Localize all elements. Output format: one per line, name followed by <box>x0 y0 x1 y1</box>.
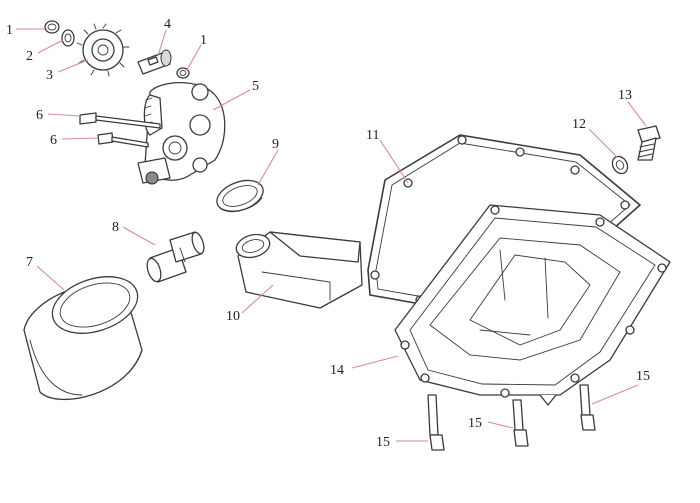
callout-3: 3 <box>46 68 53 83</box>
callout-15-middle: 15 <box>468 416 482 431</box>
callout-6-lower: 6 <box>50 133 57 148</box>
snap-ring-left <box>44 20 60 34</box>
oil-fitting <box>146 231 205 283</box>
callout-15-left: 15 <box>376 435 390 450</box>
leader-lines <box>16 28 647 442</box>
callout-15-right: 15 <box>636 369 650 384</box>
oil-pan <box>394 204 671 406</box>
seal-ring <box>216 179 264 213</box>
snap-ring-right <box>176 67 190 79</box>
callout-10: 10 <box>226 309 240 324</box>
callout-7: 7 <box>26 255 33 270</box>
pan-bolt-3 <box>579 384 596 431</box>
pan-bolt-1 <box>427 394 445 451</box>
callout-1-right: 1 <box>200 33 207 48</box>
callout-6-upper: 6 <box>36 108 43 123</box>
oil-strainer <box>235 231 363 309</box>
callout-14: 14 <box>330 363 344 378</box>
callout-5: 5 <box>252 79 259 94</box>
callout-9: 9 <box>272 137 279 152</box>
pan-bolt-2 <box>512 399 529 447</box>
callout-12: 12 <box>572 117 586 132</box>
pump-bolt-upper <box>79 112 161 129</box>
callout-1-left: 1 <box>6 23 13 38</box>
oil-filter <box>23 276 143 400</box>
callout-13: 13 <box>618 88 632 103</box>
callout-11: 11 <box>366 128 379 143</box>
callout-2: 2 <box>26 49 33 64</box>
washer <box>61 29 75 47</box>
callout-8: 8 <box>112 220 119 235</box>
drive-sprocket <box>76 23 130 77</box>
drain-washer <box>611 155 629 175</box>
drain-bolt <box>637 125 661 161</box>
oil-pump <box>137 82 226 185</box>
pump-shaft <box>137 49 172 75</box>
callout-4: 4 <box>164 17 171 32</box>
pump-bolt-lower <box>97 132 149 148</box>
